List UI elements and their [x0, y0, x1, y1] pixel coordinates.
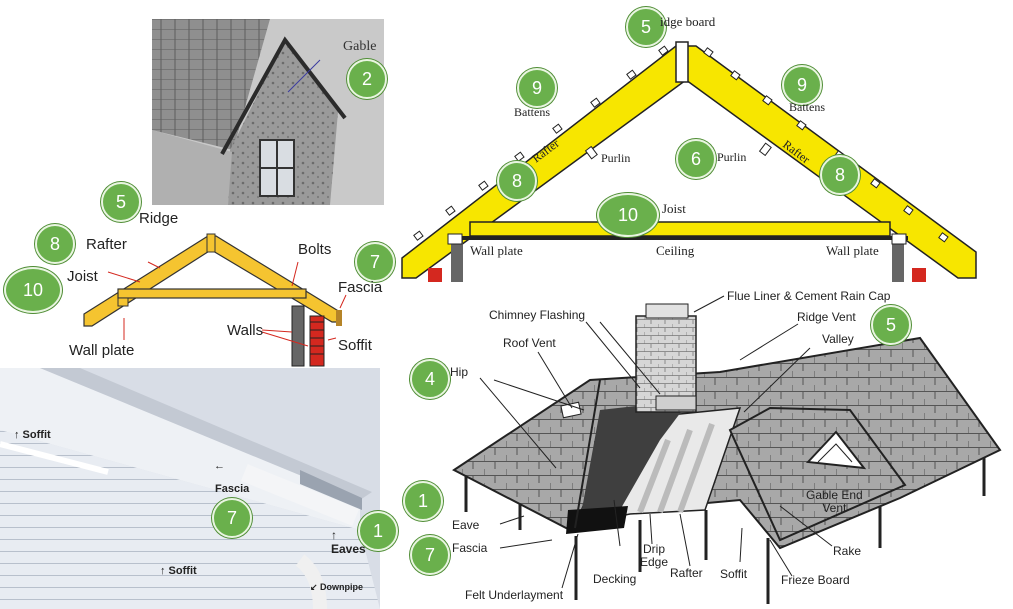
ceiling-label: Ceiling	[656, 243, 695, 258]
small-walls-label: Walls	[227, 322, 264, 339]
photo-soffit-top-label: ↑ Soffit	[14, 429, 51, 441]
small-soffit-label: Soffit	[338, 337, 372, 354]
small-joist-label: Joist	[67, 268, 98, 285]
photo-soffit-bottom-label: ↑ Soffit	[160, 565, 197, 577]
fascia-badge: 7	[410, 535, 450, 575]
battens-right-badge: 9	[782, 65, 822, 105]
fascia-label: Fascia	[452, 541, 488, 555]
photo-downpipe-label: ↙ Downpipe	[310, 582, 364, 592]
valley-label: Valley	[822, 332, 854, 346]
photo-fascia-arrow: ←	[214, 460, 225, 472]
ridge-vent-label: Ridge Vent	[797, 310, 856, 324]
small-ridge-badge: 5	[101, 182, 141, 222]
small-joist-badge: 10	[4, 267, 62, 313]
rafter-label: Rafter	[670, 566, 703, 580]
small-fascia-badge: 7	[355, 242, 395, 282]
roof-vent-label: Roof Vent	[503, 336, 556, 350]
chimney-flashing-label: Chimney Flashing	[489, 308, 586, 322]
joist-badge: 10	[597, 193, 659, 237]
small-ridge-label: Ridge	[139, 210, 179, 227]
rafter-right-badge: 8	[820, 155, 860, 195]
hip-badge: 4	[410, 359, 450, 399]
soffit-label: Soffit	[720, 567, 748, 581]
photo-fascia-badge: 7	[212, 498, 252, 538]
small-bolts-label: Bolts	[298, 241, 332, 258]
hip-label: Hip	[450, 365, 469, 379]
photo-fascia-label: Fascia	[215, 483, 250, 495]
wall-plate-left-label: Wall plate	[470, 243, 523, 258]
gable-end-vent-label: Gable End Vent	[806, 488, 863, 516]
frieze-board-label: Frieze Board	[781, 573, 850, 587]
purlin-right-label: Purlin	[717, 150, 747, 164]
battens-left-badge: 9	[517, 68, 557, 108]
gable-label: Gable	[343, 39, 377, 54]
battens-left-label: Battens	[514, 105, 550, 119]
small-rafter-label: Rafter	[86, 236, 127, 253]
eave-badge: 1	[403, 481, 443, 521]
truss-ridge-badge: 5	[626, 7, 666, 47]
purlin-left-label: Purlin	[601, 151, 631, 165]
joist-label: Joist	[662, 201, 686, 216]
decking-label: Decking	[593, 572, 637, 586]
wall-plate-right-label: Wall plate	[826, 243, 879, 258]
small-fascia-label: Fascia	[338, 279, 383, 296]
rake-label: Rake	[833, 544, 862, 558]
eave-label: Eave	[452, 518, 480, 532]
flue-liner-label: Flue Liner & Cement Rain Cap	[727, 289, 891, 303]
purlin-badge: 6	[676, 139, 716, 179]
small-wall-plate-label: Wall plate	[69, 342, 135, 359]
photo-eaves-label: ↑ Eaves	[331, 528, 366, 557]
gable-badge: 2	[347, 59, 387, 99]
felt-underlayment-label: Felt Underlayment	[465, 588, 564, 602]
small-rafter-badge: 8	[35, 224, 75, 264]
photo-eaves-badge: 1	[358, 511, 398, 551]
drip-edge-label: Drip Edge	[640, 542, 669, 570]
ridge-vent-badge: 5	[871, 305, 911, 345]
rafter-left-badge: 8	[497, 161, 537, 201]
battens-right-label: Battens	[789, 100, 825, 114]
ridge-board-label: idge board	[660, 14, 716, 29]
